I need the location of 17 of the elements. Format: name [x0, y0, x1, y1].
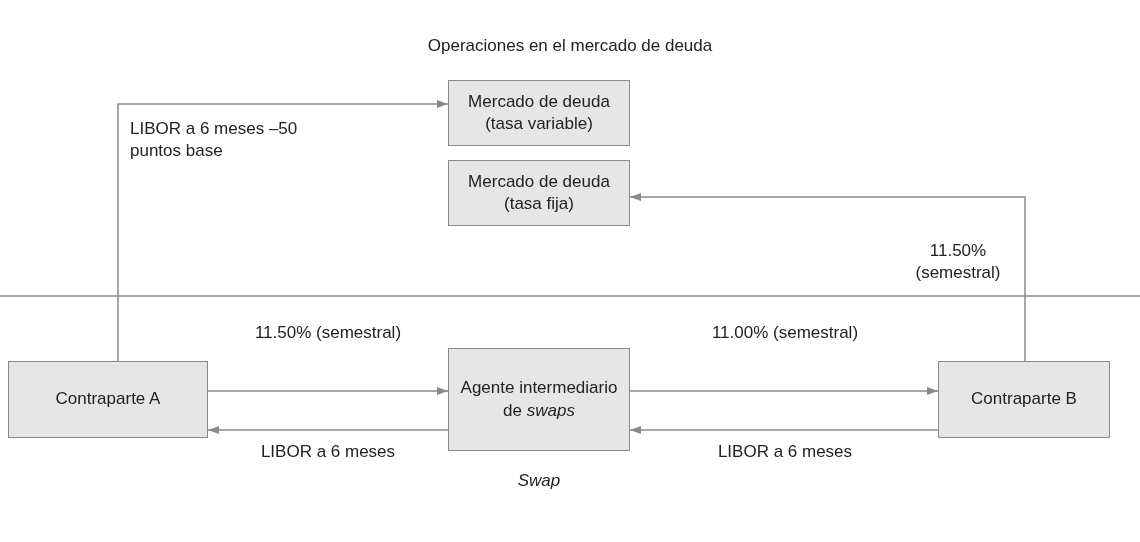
arrow	[629, 193, 1026, 362]
process-box	[938, 361, 1110, 438]
arrow	[207, 387, 449, 395]
node-label: Mercado de deuda (tasa fija)	[467, 170, 611, 215]
diagram-title: Operaciones en el mercado de deuda	[427, 36, 713, 55]
process-box	[448, 348, 630, 451]
process-box	[448, 160, 630, 226]
node-label: Contraparte A	[55, 388, 161, 411]
arrow	[207, 426, 449, 434]
arrow	[117, 100, 449, 362]
process-box	[448, 80, 630, 146]
arrow	[629, 387, 939, 395]
node-label: Mercado de deuda (tasa variable)	[467, 90, 611, 135]
node-label: Contraparte B	[971, 388, 1077, 411]
arrow	[629, 426, 939, 434]
node-label: Agente intermediario de swaps	[459, 377, 619, 422]
process-box	[8, 361, 208, 438]
